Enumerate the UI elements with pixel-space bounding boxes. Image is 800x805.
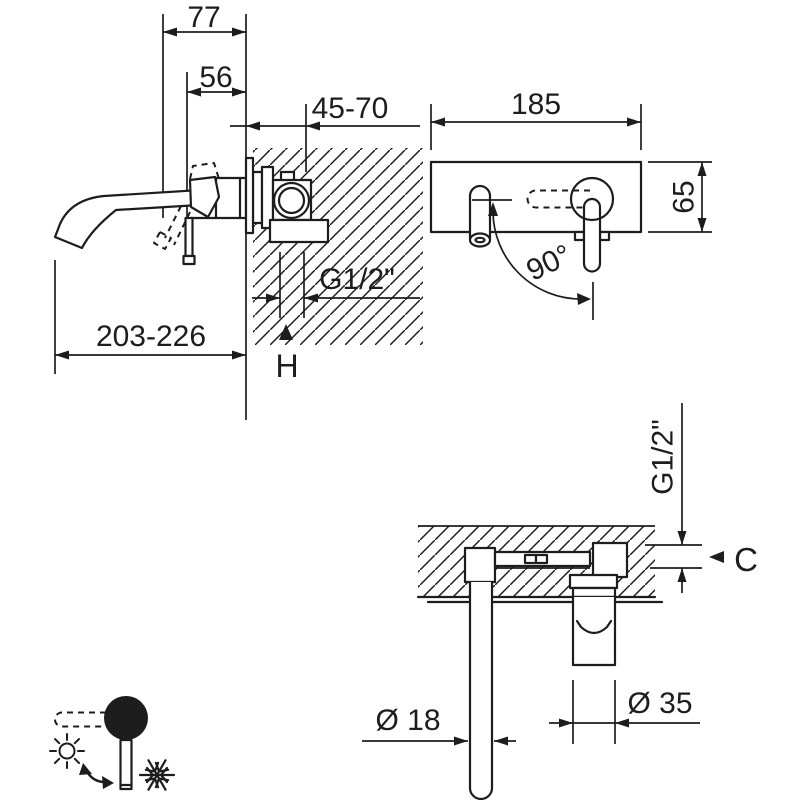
- handle-lever-front: [582, 197, 602, 273]
- dimension-dia-18: Ø 18: [362, 704, 516, 746]
- dimension-c: C: [645, 541, 758, 593]
- handle-lever-down: [184, 216, 194, 258]
- spout-front: [468, 184, 492, 248]
- snowflake-icon: [138, 759, 176, 791]
- escutcheon-ring-2: [571, 586, 617, 599]
- front-view: 90° 185 65: [429, 88, 712, 320]
- handle-legend: [49, 696, 176, 791]
- dimension-65: 65: [648, 161, 712, 233]
- dimension-77: 77: [163, 1, 246, 37]
- handle-lever-top: [119, 738, 133, 791]
- dimension-203-226: 203-226: [55, 320, 246, 360]
- cartridge-housing: [591, 541, 629, 579]
- dimension-56: 56: [187, 61, 246, 97]
- handle-alt-position-dashed: [54, 711, 106, 728]
- dim-203-226-label: 203-226: [96, 320, 206, 353]
- height-reference: H: [275, 324, 299, 384]
- spout-pipe-plan: [468, 582, 494, 801]
- handle-knob: [188, 175, 221, 219]
- dimension-thread-plan: G1/2": [647, 403, 687, 545]
- handle-knob-alt-dashed: [189, 162, 220, 180]
- wall-hatch-side: [253, 148, 423, 345]
- handle-base-circle: [569, 176, 615, 222]
- dim-185-label: 185: [511, 88, 561, 121]
- handle-knob-top: [104, 696, 148, 740]
- dimension-dia-35: Ø 35: [549, 680, 700, 744]
- ref-c-label: C: [734, 541, 758, 578]
- handle-lever-end-dashed: [153, 231, 172, 250]
- wall-plate-side: [244, 156, 255, 235]
- thread-label-side: G1/2": [319, 263, 395, 296]
- handle-projection-dashed: [526, 189, 590, 209]
- handle-side: [153, 162, 248, 266]
- ref-h-label: H: [275, 348, 298, 384]
- up-triangle-icon: [279, 324, 293, 340]
- spout-union: [463, 546, 497, 584]
- dimension-45-70: 45-70: [230, 92, 420, 131]
- dim-65-label: 65: [668, 180, 701, 213]
- sun-icon: [49, 733, 85, 769]
- dim-77-label: 77: [187, 1, 220, 34]
- dimension-185: 185: [430, 88, 642, 150]
- escutcheon-ring-1: [568, 573, 619, 590]
- dim-45-70-label: 45-70: [312, 92, 389, 125]
- dim-56-label: 56: [199, 61, 232, 94]
- dia-18-label: Ø 18: [375, 704, 440, 737]
- dia-35-label: Ø 35: [627, 687, 692, 720]
- thread-label-plan: G1/2": [647, 419, 680, 495]
- left-pointer-icon: [709, 551, 724, 563]
- angle-90-label: 90°: [521, 238, 576, 287]
- side-view: 77 56 45-70 G1/2" 203-226: [53, 1, 423, 420]
- concealed-body-plan: [463, 541, 629, 599]
- rotate-arrow-icon: [79, 763, 114, 789]
- dimension-thread-side: G1/2": [252, 263, 420, 303]
- plan-view: G1/2" C Ø 18 Ø 35: [362, 403, 758, 801]
- handle-lever-alt-dashed: [164, 205, 191, 246]
- wall-plate-front: [429, 160, 643, 234]
- handle-front: [569, 176, 615, 273]
- handle-plan: [571, 597, 617, 667]
- concealed-valve-body: [251, 165, 330, 244]
